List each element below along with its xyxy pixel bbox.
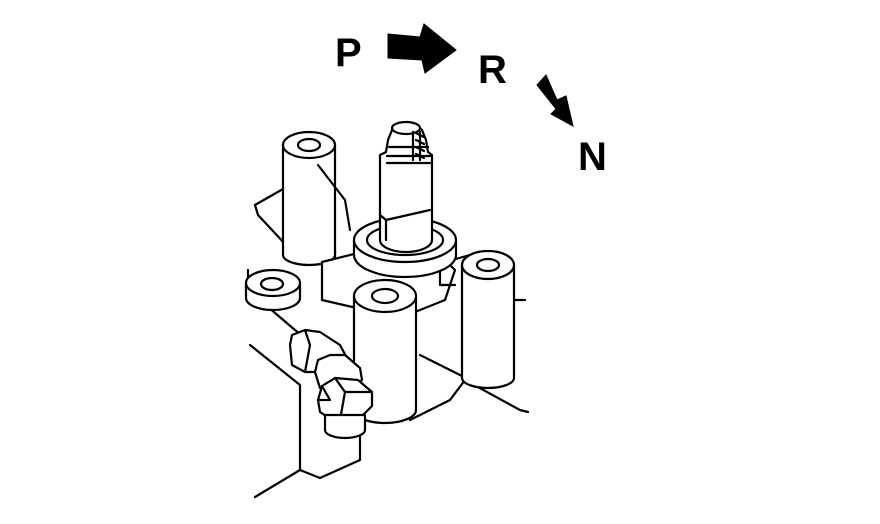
left-boss (244, 268, 302, 312)
label-n: N (578, 135, 607, 179)
manual-valve-shaft (378, 120, 434, 254)
rear-pillar (281, 130, 352, 267)
arrow-r-to-n-icon (536, 74, 574, 127)
label-p: P (335, 31, 362, 75)
detent-bolt-assembly (288, 328, 374, 440)
label-r: R (478, 48, 507, 92)
arrow-p-to-r-icon (387, 23, 457, 74)
right-pillar (460, 249, 516, 390)
